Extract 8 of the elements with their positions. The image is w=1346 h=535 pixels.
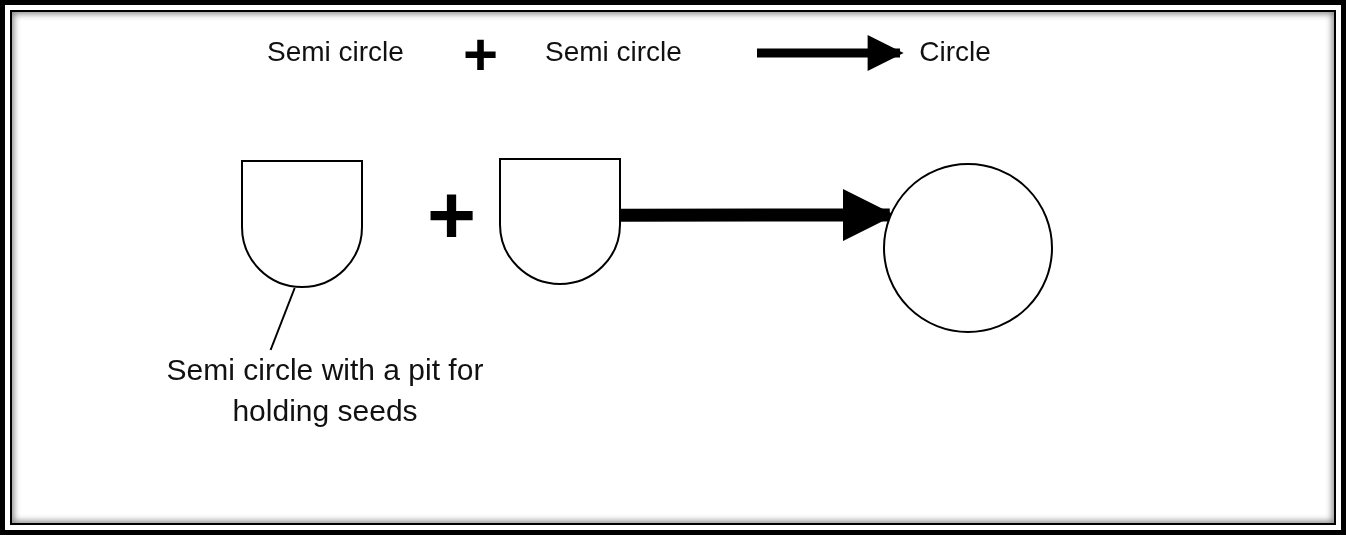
leader-line xyxy=(269,287,296,351)
plus-sign: + xyxy=(463,25,499,85)
plus-sign: + xyxy=(427,173,477,257)
text-label: Circle xyxy=(919,36,991,67)
text-label: Semi circle xyxy=(267,36,404,67)
text-label: Semi circle xyxy=(545,36,682,67)
arrow xyxy=(757,35,904,71)
text-label: Semi circle with a pit for holding seeds xyxy=(166,353,484,427)
